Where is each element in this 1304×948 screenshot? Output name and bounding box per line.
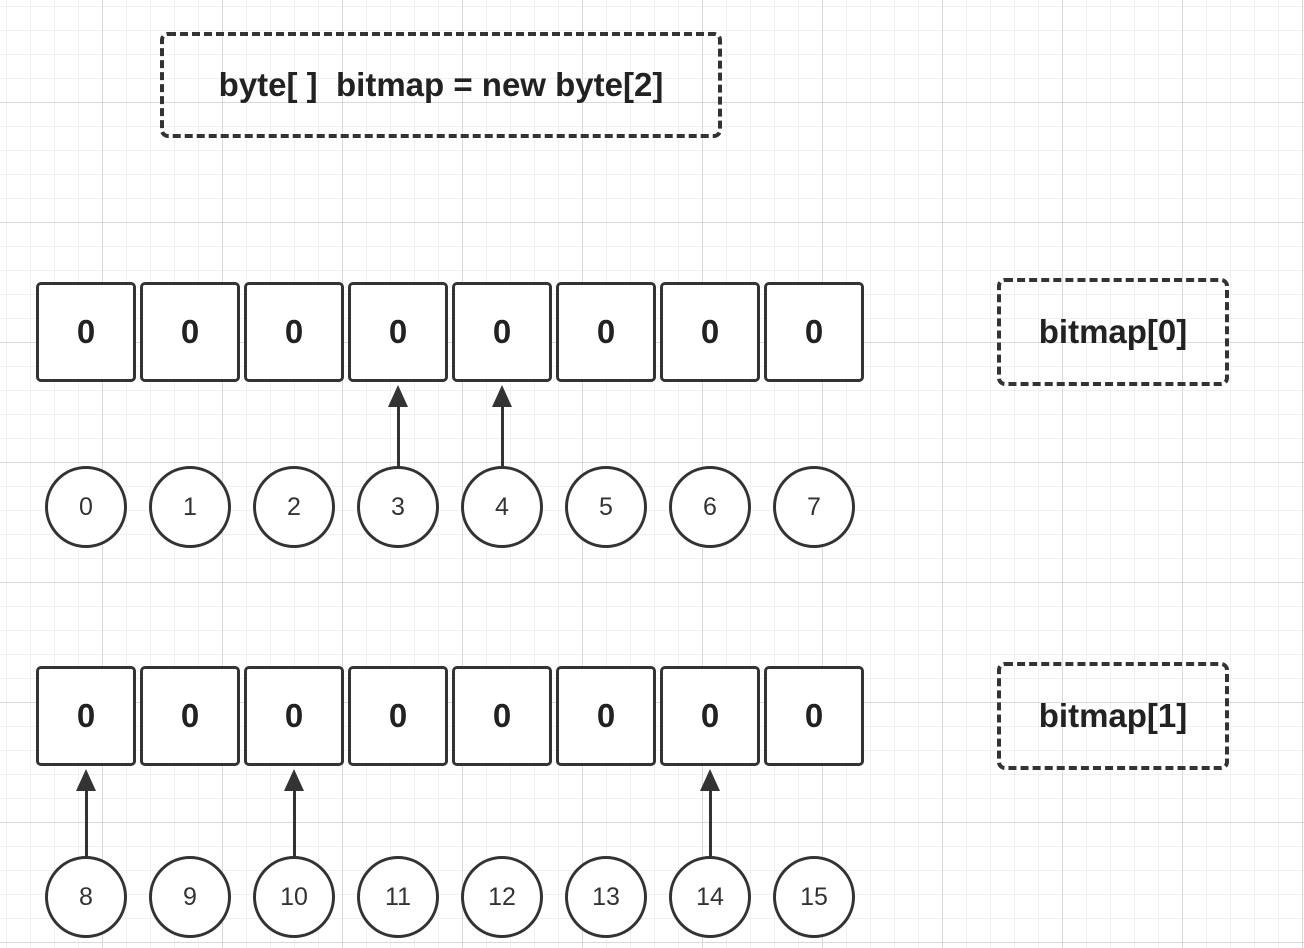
index-circle: 0 — [45, 466, 127, 548]
index-circle: 12 — [461, 856, 543, 938]
bit-cell: 0 — [764, 282, 864, 382]
index-circle: 9 — [149, 856, 231, 938]
bit-cell: 0 — [556, 666, 656, 766]
index-circle: 13 — [565, 856, 647, 938]
index-circle: 10 — [253, 856, 335, 938]
bit-cell: 0 — [140, 282, 240, 382]
index-circle: 4 — [461, 466, 543, 548]
arrow-up-icon — [284, 769, 304, 857]
index-circle: 3 — [357, 466, 439, 548]
bit-cell: 0 — [452, 282, 552, 382]
arrow-up-icon — [388, 385, 408, 467]
index-circle: 7 — [773, 466, 855, 548]
arrow-up-icon — [492, 385, 512, 467]
index-circle: 8 — [45, 856, 127, 938]
index-circle: 14 — [669, 856, 751, 938]
bit-cell: 0 — [452, 666, 552, 766]
bit-cell: 0 — [348, 666, 448, 766]
bit-cell: 0 — [556, 282, 656, 382]
bit-cell: 0 — [244, 666, 344, 766]
declaration-text: byte[ ] bitmap = new byte[2] — [218, 66, 664, 103]
bit-cell: 0 — [244, 282, 344, 382]
index-circle: 6 — [669, 466, 751, 548]
row-label-box-0: bitmap[0] — [997, 278, 1229, 386]
row-label-box-1: bitmap[1] — [997, 662, 1229, 770]
row-label: bitmap[0] — [1038, 313, 1188, 350]
bit-cell: 0 — [660, 282, 760, 382]
index-circle: 2 — [253, 466, 335, 548]
row-label: bitmap[1] — [1038, 697, 1188, 734]
arrow-up-icon — [76, 769, 96, 857]
index-circle: 1 — [149, 466, 231, 548]
declaration-box: byte[ ] bitmap = new byte[2] — [160, 32, 722, 138]
bit-cell: 0 — [348, 282, 448, 382]
bit-cell: 0 — [36, 666, 136, 766]
bit-cell: 0 — [764, 666, 864, 766]
arrow-up-icon — [700, 769, 720, 857]
index-circle: 5 — [565, 466, 647, 548]
index-circle: 15 — [773, 856, 855, 938]
bit-cell: 0 — [140, 666, 240, 766]
bit-cell: 0 — [660, 666, 760, 766]
bit-cell: 0 — [36, 282, 136, 382]
index-circle: 11 — [357, 856, 439, 938]
